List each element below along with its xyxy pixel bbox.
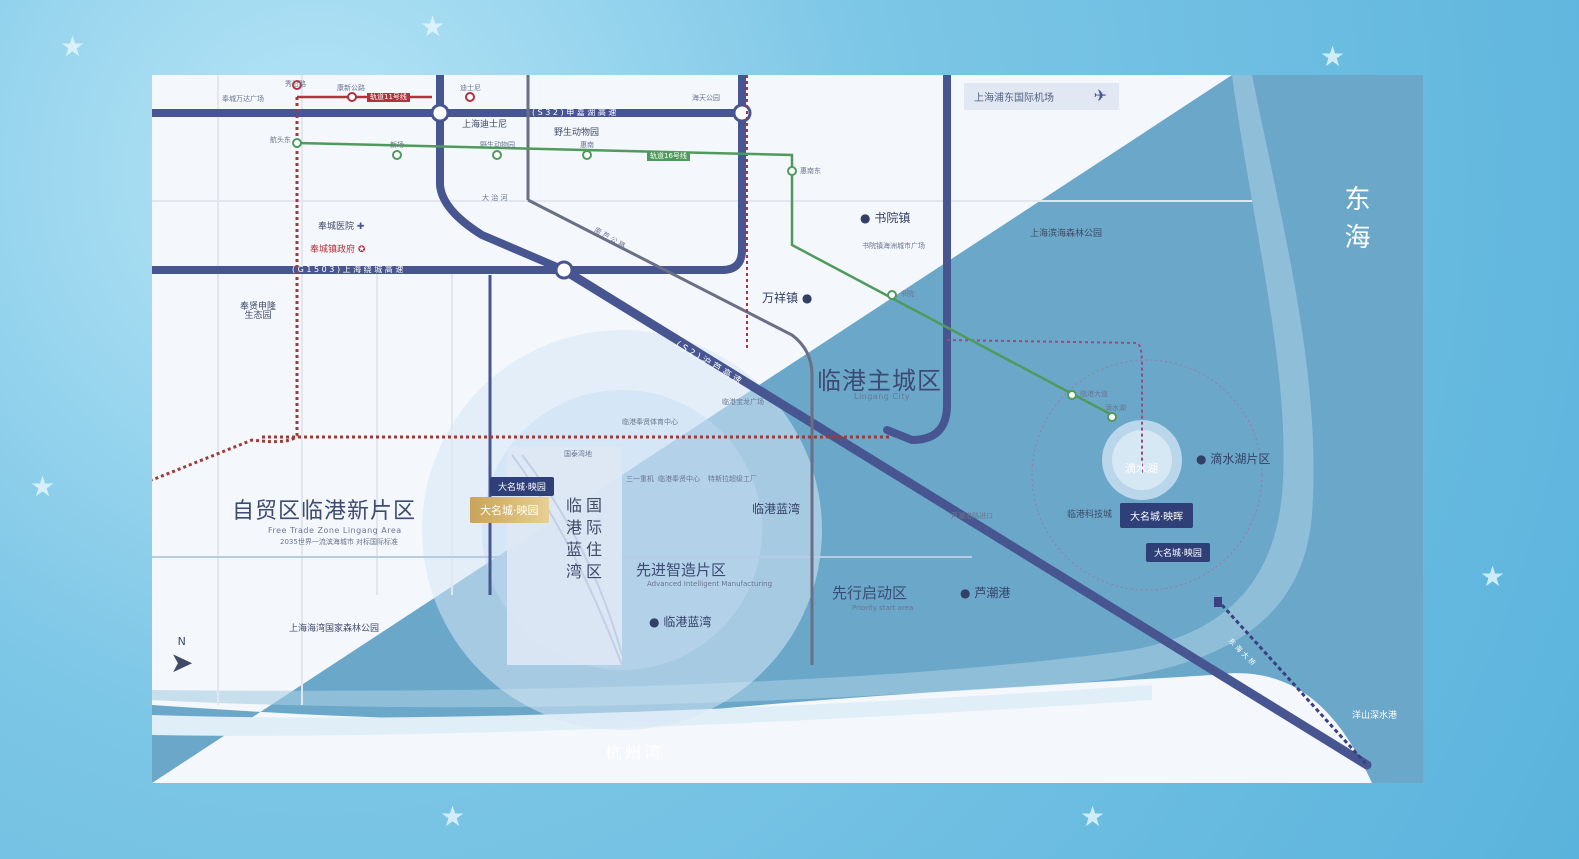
fengxian-center-label: 临港奉贤中心 [658, 475, 700, 483]
station-label: 航头东 [270, 136, 291, 144]
star-decoration: ★ [440, 800, 466, 833]
wildlife-park-label: 野生动物园 [554, 128, 600, 138]
project-main-badge[interactable]: 大名城·映园 [470, 497, 549, 523]
star-decoration: ★ [420, 10, 446, 43]
eco-park-label: 奉贤申隆 生态园 [240, 302, 277, 321]
smart-mfg-subtitle: Advanced Intelligent Manufacturing [647, 580, 773, 588]
s32-label: ( S 3 2 ) 申 嘉 湖 高 速 [532, 108, 617, 117]
ftz-subtitle: Free Trade Zone Lingang Area [268, 526, 402, 535]
east-sea-label: 东海 [1340, 185, 1370, 261]
sany-label: 三一重机 [626, 475, 654, 483]
project-right-badge[interactable]: 大名城·映晖 [1120, 503, 1194, 528]
lanwan-label-2: ● 临港蓝湾 [649, 615, 712, 629]
wanxiang-town-label: 万祥镇 ● [762, 291, 813, 305]
project-small-badge[interactable]: 大名城·映园 [490, 477, 554, 496]
star-decoration: ★ [1320, 40, 1346, 73]
location-dot-icon: ● [801, 291, 813, 305]
smart-mfg-title: 先进智造片区 [636, 561, 727, 579]
airport-label: 上海浦东国际机场 ✈ [964, 83, 1119, 110]
hangzhou-bay-label: 杭州湾 [605, 743, 666, 762]
dishui-area-label: ● 滴水湖片区 [1196, 452, 1271, 466]
line11-label: 轨道11号线 [367, 93, 410, 102]
location-dot-icon: ● [860, 211, 871, 225]
airplane-icon: ✈ [1093, 86, 1107, 105]
g1503-label: ( G 1 5 0 3 ) 上 海 绕 城 高 速 [292, 265, 404, 274]
line16-label: 轨道16号线 [647, 152, 690, 161]
station-label: 康新公路 [337, 84, 365, 92]
wanda-label: 奉城万达广场 [222, 95, 264, 103]
compass-arrow-icon: ➤ [170, 646, 194, 679]
station-label: 野生动物园 [480, 141, 515, 149]
lingang-main-subtitle: Lingang City [854, 392, 911, 401]
tech-city-label: 临港科技城 [1067, 510, 1113, 520]
plaza-label: 临港宝龙广场 [722, 398, 764, 406]
pilot-area-title: 先行启动区 [832, 584, 908, 602]
station-label: 滴水湖 [1105, 404, 1126, 412]
station-label: 临港大道 [1080, 390, 1108, 398]
station-label: 迪士尼 [460, 84, 481, 92]
yangshan-label: 洋山深水港 [1352, 711, 1398, 721]
intl-area-col1: 临港 蓝湾 [566, 496, 587, 581]
star-marker-icon: ✪ [357, 245, 366, 255]
map-graphics [152, 75, 1423, 783]
compass: N ➤ [170, 635, 194, 679]
metro-red-dashed [152, 97, 299, 482]
guojiaohui-label: 国泰湾地 [564, 450, 592, 458]
ftz-note: 2035世界一流滨海城市 对标国际标准 [280, 538, 399, 546]
pilot-area-subtitle: Priority start area [852, 604, 914, 612]
dishui-ring [1031, 359, 1263, 591]
station-label: 惠南 [580, 141, 594, 149]
dazhi-river-label: 大 治 河 [482, 194, 508, 202]
disney-label: 上海迪士尼 [462, 120, 508, 130]
shuyuan-town-label: ● 书院镇 [860, 211, 911, 225]
port-entry-label: 芦潮港路进口 [951, 512, 993, 520]
station-label: 书院 [900, 290, 914, 298]
park-label: 海天公园 [692, 94, 720, 102]
station-label: 秀沿路 [285, 80, 306, 88]
metro-line-16 [296, 141, 1113, 417]
location-dot-icon: ● [1196, 452, 1207, 466]
star-decoration: ★ [1080, 800, 1106, 833]
forest-park-label: 上海海湾国家森林公园 [289, 624, 380, 634]
star-decoration: ★ [60, 30, 86, 63]
lingang-main-title: 临港主城区 [817, 367, 942, 395]
star-decoration: ★ [1480, 560, 1506, 593]
location-map: 上海浦东国际机场 ✈ ( S 3 2 ) 申 嘉 湖 高 速 ( G 1 5 0… [152, 75, 1423, 783]
lanwan-label-1: 临港蓝湾 [752, 502, 801, 516]
station-label: 惠南东 [800, 167, 821, 175]
station-label: 新场 [390, 141, 404, 149]
dishui-lake-label: 滴水湖 [1125, 462, 1158, 475]
ftz-title: 自贸区临港新片区 [232, 499, 417, 524]
hospital-label: 奉城医院 ✚ [318, 222, 365, 232]
intl-area-col2: 国际 住区 [586, 496, 607, 581]
government-label: 奉城镇政府 ✪ [310, 245, 366, 255]
binhai-forest-label: 上海滨海森林公园 [1030, 229, 1103, 239]
star-decoration: ★ [30, 470, 56, 503]
project-right-badge-2[interactable]: 大名城·映园 [1146, 543, 1210, 562]
sports-center-label: 临港奉贤体育中心 [622, 418, 678, 426]
shuyuan-square-label: 书院镇海洲城市广场 [862, 242, 925, 250]
hospital-icon: ✚ [356, 222, 365, 232]
location-dot-icon: ● [649, 615, 660, 629]
luchao-port-label: ● 芦潮港 [960, 586, 1011, 600]
location-dot-icon: ● [960, 586, 971, 600]
tesla-label: 特斯拉超级工厂 [708, 475, 757, 483]
